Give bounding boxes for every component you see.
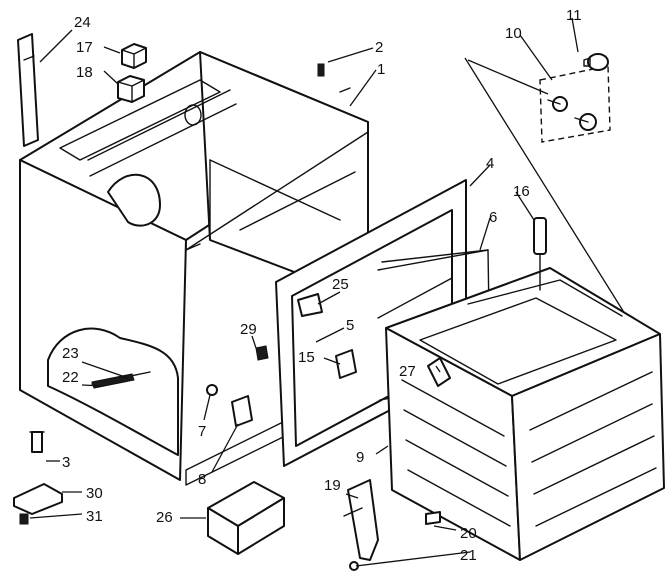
part-26-box bbox=[207, 481, 285, 555]
callout-21: 21 bbox=[460, 547, 477, 564]
callout-25: 25 bbox=[332, 276, 349, 293]
part-2-screw bbox=[317, 63, 325, 77]
part-25-fastener bbox=[297, 293, 323, 317]
part-27-bracket bbox=[427, 357, 451, 387]
callout-26: 26 bbox=[156, 509, 173, 526]
part-30-bracket bbox=[13, 483, 63, 515]
part-18-block bbox=[117, 75, 145, 103]
callout-18: 18 bbox=[76, 64, 93, 81]
callout-23: 23 bbox=[62, 345, 79, 362]
part-3-screw bbox=[29, 431, 45, 453]
callout-31: 31 bbox=[86, 508, 103, 525]
part-8-clip bbox=[231, 395, 253, 427]
part-16-probe bbox=[533, 217, 547, 291]
callout-24: 24 bbox=[74, 14, 91, 31]
part-29-spacer bbox=[255, 345, 269, 361]
leader-lines bbox=[29, 17, 579, 567]
callout-5: 5 bbox=[346, 317, 354, 334]
callout-labels: 24 17 18 2 1 11 10 4 16 6 25 5 29 15 27 … bbox=[62, 7, 582, 564]
callout-30: 30 bbox=[86, 485, 103, 502]
callout-16: 16 bbox=[513, 183, 530, 200]
callout-8: 8 bbox=[198, 471, 206, 488]
part-11-bulb bbox=[583, 53, 609, 71]
callout-9: 9 bbox=[356, 449, 364, 466]
callout-10: 10 bbox=[505, 25, 522, 42]
part-15-plate bbox=[335, 349, 357, 379]
callout-3: 3 bbox=[62, 454, 70, 471]
callout-22: 22 bbox=[62, 369, 79, 386]
callout-11: 11 bbox=[566, 7, 582, 24]
callout-27: 27 bbox=[399, 363, 416, 380]
callout-6: 6 bbox=[489, 209, 497, 226]
part-20-screw bbox=[425, 511, 441, 525]
callout-7: 7 bbox=[198, 423, 206, 440]
part-24-strip bbox=[17, 33, 39, 147]
callout-15: 15 bbox=[298, 349, 315, 366]
callout-4: 4 bbox=[486, 155, 494, 172]
callout-29: 29 bbox=[240, 321, 257, 338]
oven-body bbox=[19, 51, 369, 486]
part-9-oven-cavity bbox=[385, 267, 665, 561]
callout-1: 1 bbox=[377, 61, 385, 78]
part-19-bracket bbox=[343, 479, 379, 561]
callout-19: 19 bbox=[324, 477, 341, 494]
callout-17: 17 bbox=[76, 39, 93, 56]
part-10-switch-assembly bbox=[539, 65, 611, 143]
callout-2: 2 bbox=[375, 39, 383, 56]
part-7-screw bbox=[206, 384, 218, 396]
callout-20: 20 bbox=[460, 525, 477, 542]
part-31-screw bbox=[19, 513, 29, 525]
part-17-block bbox=[121, 43, 147, 69]
